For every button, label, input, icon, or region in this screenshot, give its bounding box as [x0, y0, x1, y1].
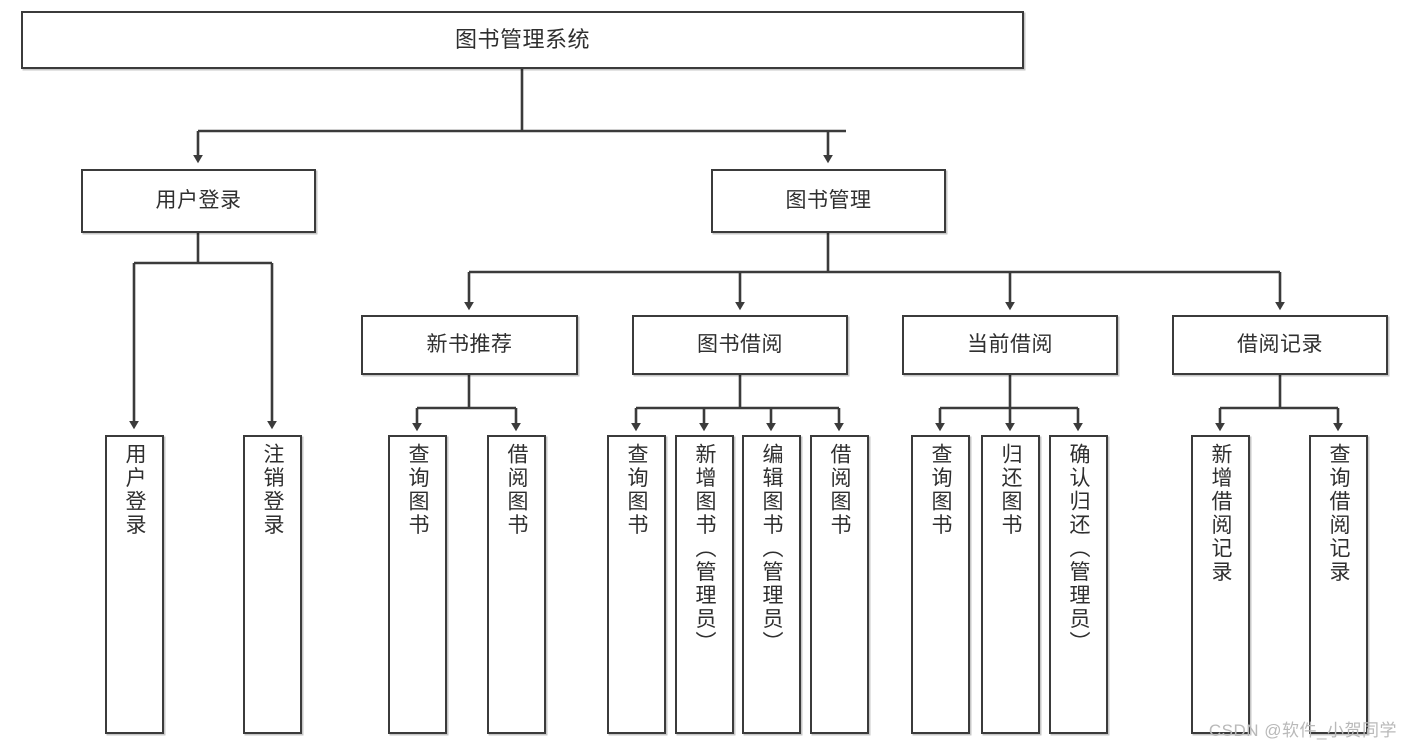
node-leaf-query-record-label: 查询借阅记录 — [1327, 443, 1350, 584]
node-book-manage-label: 图书管理 — [785, 188, 872, 212]
node-root-label: 图书管理系统 — [454, 27, 590, 53]
node-leaf-query-book-2[interactable]: 查询图书 — [607, 435, 666, 734]
node-user-login[interactable]: 用户登录 — [81, 169, 316, 233]
node-leaf-query-book-3[interactable]: 查询图书 — [911, 435, 970, 734]
node-leaf-add-book-label: 新增图书（管理员） — [693, 443, 716, 655]
node-borrow-record[interactable]: 借阅记录 — [1172, 315, 1388, 375]
node-leaf-borrow-book-2-label: 借阅图书 — [828, 443, 851, 537]
node-leaf-query-record[interactable]: 查询借阅记录 — [1309, 435, 1368, 734]
node-user-login-label: 用户登录 — [155, 188, 242, 212]
node-leaf-borrow-book-1-label: 借阅图书 — [505, 443, 528, 537]
node-current-borrow-label: 当前借阅 — [967, 332, 1053, 356]
node-leaf-user-login[interactable]: 用户登录 — [105, 435, 164, 734]
node-book-manage[interactable]: 图书管理 — [711, 169, 946, 233]
node-book-borrow-label: 图书借阅 — [697, 332, 783, 356]
node-leaf-query-book-2-label: 查询图书 — [625, 443, 648, 537]
node-leaf-borrow-book-1[interactable]: 借阅图书 — [487, 435, 546, 734]
node-leaf-logout[interactable]: 注销登录 — [243, 435, 302, 734]
node-leaf-add-record-label: 新增借阅记录 — [1209, 443, 1232, 584]
node-leaf-return-book-label: 归还图书 — [999, 443, 1022, 537]
node-book-borrow[interactable]: 图书借阅 — [632, 315, 848, 375]
node-leaf-logout-label: 注销登录 — [261, 443, 284, 537]
node-borrow-record-label: 借阅记录 — [1237, 332, 1323, 356]
node-leaf-confirm-return-label: 确认归还（管理员） — [1067, 443, 1090, 655]
watermark-text: CSDN @软件_小贺同学 — [1208, 721, 1397, 740]
node-leaf-add-record[interactable]: 新增借阅记录 — [1191, 435, 1250, 734]
node-leaf-query-book-3-label: 查询图书 — [929, 443, 952, 537]
node-root[interactable]: 图书管理系统 — [21, 11, 1024, 69]
node-leaf-user-login-label: 用户登录 — [123, 443, 146, 537]
node-new-book-recommend-label: 新书推荐 — [426, 332, 513, 356]
node-current-borrow[interactable]: 当前借阅 — [902, 315, 1118, 375]
node-leaf-confirm-return[interactable]: 确认归还（管理员） — [1049, 435, 1108, 734]
node-leaf-return-book[interactable]: 归还图书 — [981, 435, 1040, 734]
node-leaf-borrow-book-2[interactable]: 借阅图书 — [810, 435, 869, 734]
node-leaf-query-book-1-label: 查询图书 — [406, 443, 429, 537]
node-leaf-edit-book[interactable]: 编辑图书（管理员） — [742, 435, 801, 734]
node-leaf-edit-book-label: 编辑图书（管理员） — [760, 443, 783, 655]
node-leaf-add-book[interactable]: 新增图书（管理员） — [675, 435, 734, 734]
node-leaf-query-book-1[interactable]: 查询图书 — [388, 435, 447, 734]
node-new-book-recommend[interactable]: 新书推荐 — [361, 315, 578, 375]
